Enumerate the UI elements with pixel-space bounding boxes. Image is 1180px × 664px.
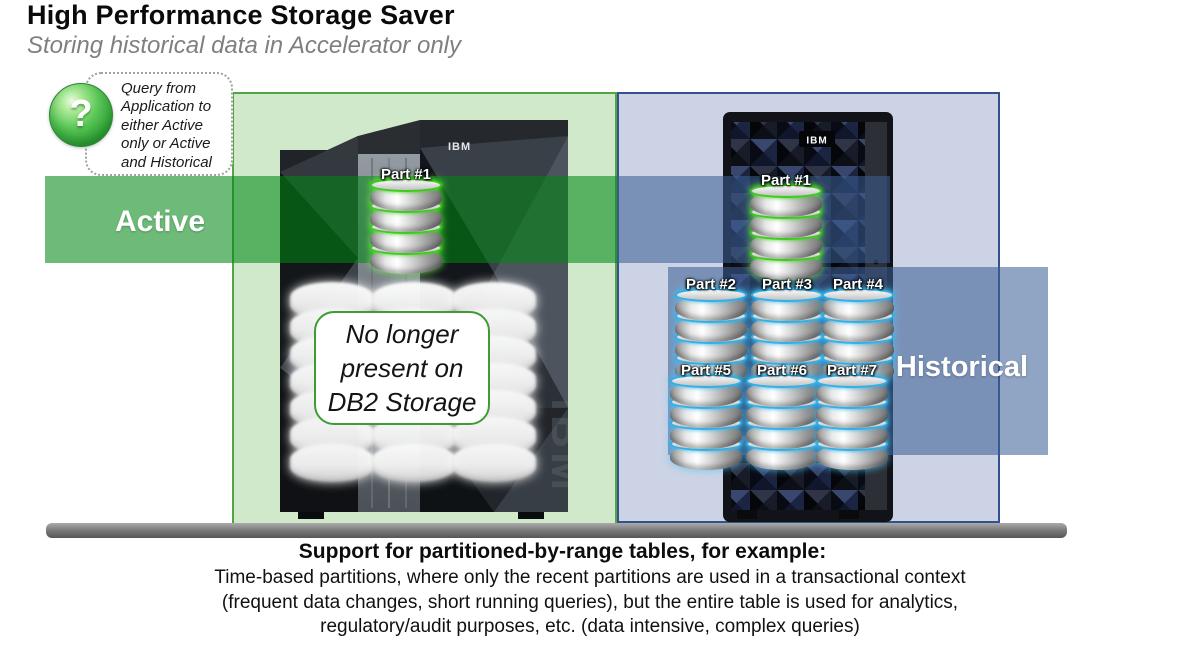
note-line: present on — [340, 353, 464, 383]
callout-line: Application to — [121, 98, 212, 116]
partition-label: Part #1 — [380, 166, 432, 183]
partition-accelerator-part-3: Part #3 — [742, 276, 832, 386]
database-cylinder-icon — [816, 371, 888, 472]
page-title: High Performance Storage Saver — [27, 0, 455, 30]
partition-db2-part-1: Part #1 — [361, 166, 451, 276]
ghost-disk — [290, 444, 374, 482]
base-bar — [46, 523, 1067, 538]
callout-line: Query from — [121, 80, 197, 97]
active-zone-label: Active — [114, 205, 206, 238]
database-cylinder-icon — [746, 371, 818, 472]
partition-label: Part #7 — [826, 362, 878, 379]
partition-label: Part #4 — [832, 276, 884, 293]
database-cylinder-icon — [370, 175, 442, 276]
callout-line: either Active — [121, 116, 203, 134]
footer-line: (frequent data changes, short running qu… — [221, 591, 959, 613]
partition-label: Part #5 — [680, 362, 732, 379]
no-longer-present-note: No longer present on DB2 Storage — [314, 311, 490, 425]
page-subtitle: Storing historical data in Accelerator o… — [27, 32, 461, 59]
active-band — [45, 176, 617, 263]
footer-description: Time-based partitions, where only the re… — [0, 566, 1180, 640]
database-cylinder-icon — [750, 181, 822, 282]
partition-accelerator-part-5: Part #5 — [661, 362, 751, 472]
historical-zone-label: Historical — [895, 351, 1029, 383]
database-cylinder-icon — [670, 371, 742, 472]
callout-line: and Historical — [121, 153, 212, 171]
partition-accelerator-part-2: Part #2 — [666, 276, 756, 386]
partition-accelerator-part-4: Part #4 — [813, 276, 903, 386]
partition-accelerator-part-1: Part #1 — [741, 172, 831, 282]
partition-accelerator-part-6: Part #6 — [737, 362, 827, 472]
footer-line: regulatory/audit purposes, etc. (data in… — [320, 616, 860, 637]
note-line: No longer — [345, 319, 459, 349]
note-line: DB2 Storage — [327, 387, 477, 417]
ghost-disk — [372, 444, 456, 482]
ghost-disk — [452, 444, 536, 482]
partition-label: Part #1 — [760, 172, 812, 189]
question-mark-icon: ? — [49, 83, 113, 147]
footer-line: Time-based partitions, where only the re… — [214, 567, 966, 588]
footer-heading: Support for partitioned-by-range tables,… — [298, 540, 827, 563]
callout-line: only or Active — [121, 135, 211, 153]
partition-accelerator-part-7: Part #7 — [807, 362, 897, 472]
